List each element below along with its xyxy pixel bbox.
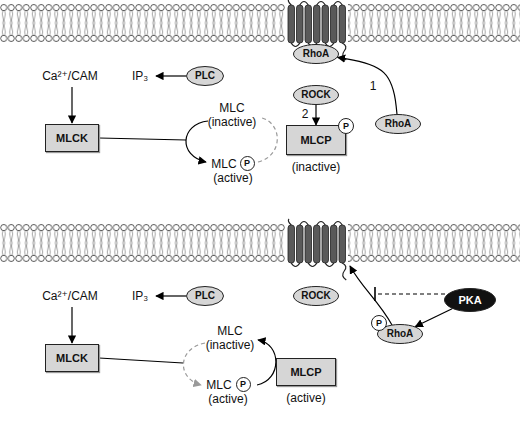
catalysis-line xyxy=(99,358,183,363)
state-label: (inactive) xyxy=(208,116,257,128)
node-label: MLCK xyxy=(56,353,88,364)
protein-label: MLC xyxy=(217,325,242,337)
state-label: (active) xyxy=(208,393,247,405)
phosphatase-box: MLCP xyxy=(286,125,346,155)
node-label: P xyxy=(343,122,349,131)
node-shape xyxy=(445,289,496,312)
phosphatase-box: MLCP xyxy=(276,358,336,386)
activation-arrow xyxy=(156,295,186,296)
node-shape xyxy=(294,45,339,64)
translocation-arrow xyxy=(350,266,392,325)
node-shape xyxy=(339,119,354,134)
inhibition-bar xyxy=(374,287,376,301)
cell-membrane xyxy=(0,224,520,262)
step-number: 2 xyxy=(302,108,309,120)
node-label: RhoA xyxy=(387,329,414,339)
protein-label: MLC xyxy=(206,379,231,391)
plc-oval: PLC xyxy=(186,286,224,306)
state-label: (inactive) xyxy=(206,339,255,351)
activation-arrow xyxy=(156,75,186,76)
signal-arrow xyxy=(338,57,397,114)
node-label: PLC xyxy=(195,291,215,301)
messenger-label: IP₃ xyxy=(132,70,148,82)
cell-membrane xyxy=(0,4,520,42)
node-label: MLCP xyxy=(290,367,321,378)
node-label: P xyxy=(240,380,246,389)
node-shape xyxy=(376,115,421,134)
rock-oval: ROCK xyxy=(293,85,339,105)
phospho-circle: P xyxy=(371,315,387,331)
node-shape xyxy=(236,377,250,391)
activation-arrow xyxy=(71,307,72,343)
catalysis-line xyxy=(99,138,186,140)
plc-oval: PLC xyxy=(186,66,224,86)
node-label: MLCK xyxy=(56,133,88,144)
phospho-circle: P xyxy=(240,156,255,171)
node-label: RhoA xyxy=(385,119,412,129)
node-shape xyxy=(294,287,339,306)
activation-arrow xyxy=(71,87,72,123)
node-shape xyxy=(372,316,387,331)
node-label: MLCP xyxy=(300,135,331,146)
receptor-symbol xyxy=(285,219,348,280)
inhibition-line xyxy=(376,293,445,294)
node-label: RhoA xyxy=(303,49,330,59)
reaction-arc xyxy=(183,343,205,385)
pka-oval: PKA xyxy=(444,288,496,312)
protein-label: MLC xyxy=(211,158,236,170)
signal-arrow xyxy=(315,105,316,125)
node-label: PKA xyxy=(458,295,481,306)
protein-label: MLC xyxy=(219,102,244,114)
node-shape xyxy=(240,156,254,170)
messenger-label: IP₃ xyxy=(132,290,148,302)
signal-arrow xyxy=(415,309,452,327)
state-label: (inactive) xyxy=(292,161,341,173)
rhoa-oval: RhoA xyxy=(375,114,421,134)
node-shape xyxy=(187,287,224,306)
node-shape xyxy=(187,67,224,86)
reaction-arc xyxy=(186,121,208,162)
messenger-label: Ca²⁺/CAM xyxy=(42,70,98,82)
messenger-label: Ca²⁺/CAM xyxy=(42,290,98,302)
node-label: P xyxy=(244,159,250,168)
node-label: ROCK xyxy=(301,90,330,100)
node-label: PLC xyxy=(195,71,215,81)
state-label: (active) xyxy=(286,392,325,404)
rock-oval: ROCK xyxy=(293,286,339,306)
node-shape xyxy=(294,86,339,105)
node-label: P xyxy=(376,319,382,328)
rhoa-oval: RhoA xyxy=(293,44,339,64)
reaction-arc xyxy=(257,340,276,385)
reaction-arc xyxy=(258,118,277,162)
kinase-box: MLCK xyxy=(45,124,99,152)
step-number: 1 xyxy=(370,80,377,92)
node-label: ROCK xyxy=(301,291,330,301)
kinase-box: MLCK xyxy=(45,344,99,372)
phospho-circle: P xyxy=(236,377,251,392)
phospho-circle: P xyxy=(338,118,354,134)
state-label: (active) xyxy=(213,172,252,184)
